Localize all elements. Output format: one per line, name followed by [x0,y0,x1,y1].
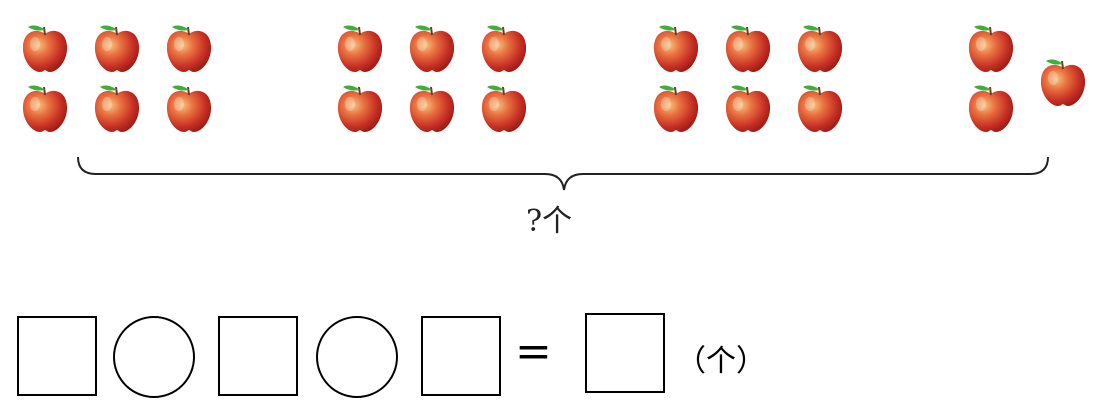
operator-circle-1[interactable] [113,316,195,398]
curly-brace [77,156,1049,191]
answer-box-2[interactable] [218,316,298,396]
answer-box-3[interactable] [421,316,501,396]
answer-box-1[interactable] [17,316,97,396]
total-question-label: ?个 [526,204,573,239]
operator-circle-2[interactable] [316,316,398,398]
unit-label: （个） [676,344,766,379]
result-box[interactable] [585,313,665,393]
equals-sign: = [515,326,552,377]
